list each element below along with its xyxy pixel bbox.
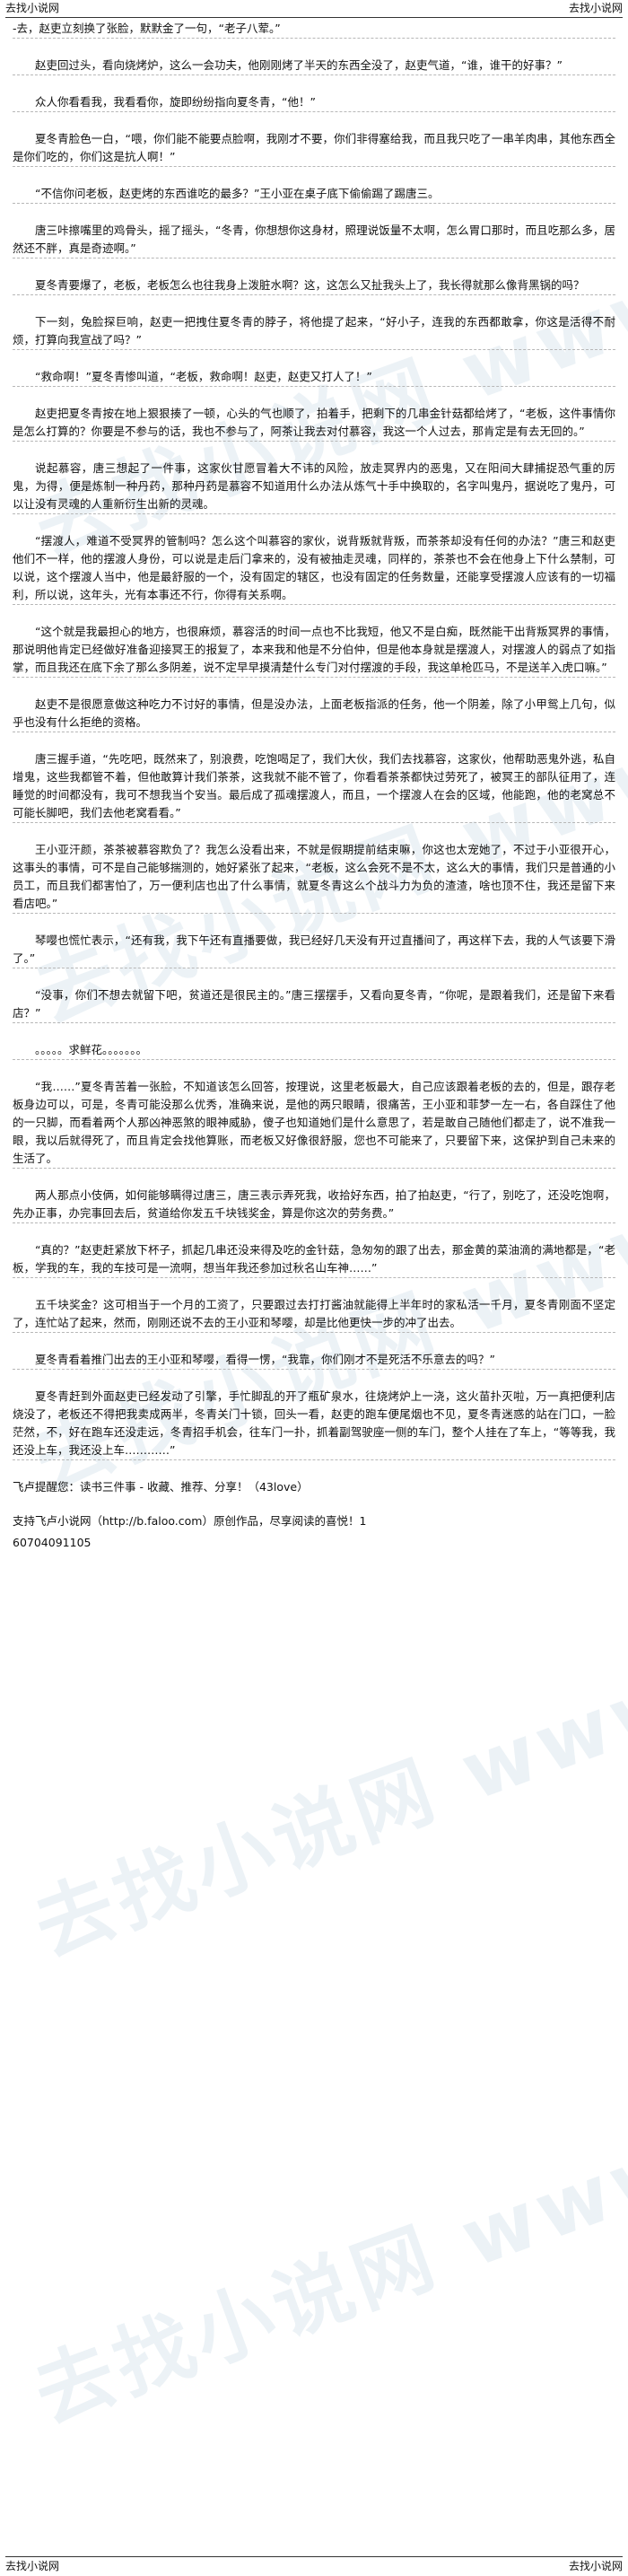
paragraph: 赵吏把夏冬青按在地上狠狠揍了一顿，心头的气也顺了，拍着手，把剩下的几串金针菇都给… xyxy=(13,405,615,442)
paragraph: 两人那点小伎俩，如何能够瞒得过唐三，唐三表示弄死我，收拾好东西，拍了拍赵吏，“行… xyxy=(13,1187,615,1223)
paragraph: “这个就是我最担心的地方，也很麻烦，慕容活的时间一点也不比我短，他又不是白痴，既… xyxy=(13,623,615,678)
page-footer: 去找小说网 去找小说网 xyxy=(5,2558,623,2574)
paragraph: 说起慕容，唐三想起了一件事，这家伙甘愿冒着大不讳的风险，放走冥界内的恶鬼，又在阳… xyxy=(13,460,615,514)
paragraph: “我……”夏冬青苦着一张脸，不知道该怎么回答，按理说，这里老板最大，自己应该跟着… xyxy=(13,1078,615,1169)
paragraph: 王小亚汗颜，茶茶被慕容欺负了？我怎么没看出来，不就是假期提前结束嘛，你这也太宠她… xyxy=(13,841,615,914)
watermark-text: 去找小说网 www.qu.zhaoxiaoshuo.com xyxy=(22,1742,628,2441)
paragraph: 夏冬青赶到外面赵吏已经发动了引擎，手忙脚乱的开了瓶矿泉水，往烧烤炉上一浇，这火苗… xyxy=(13,1388,615,1460)
paragraph: 唐三握手道，“先吃吧，既然来了，别浪费，吃饱喝足了，我们大伙，我们去找慕容，这家… xyxy=(13,750,615,823)
paragraph: “没事，你们不想去就留下吧，贫道还是很民主的。”唐三摆摆手，又看向夏冬青，“你呢… xyxy=(13,986,615,1023)
footer-divider xyxy=(5,2556,623,2557)
paragraph: 赵吏不是很愿意做这种吃力不讨好的事情，但是没办法，上面老板指派的任务，他一个阴差… xyxy=(13,696,615,732)
paragraph: “真的？”赵吏赶紧放下杯子，抓起几串还没来得及吃的金针菇，急匆匆的跟了出去，那金… xyxy=(13,1241,615,1278)
paragraph: 唐三咔擦嘴里的鸡骨头，摇了摇头，“冬青，你想想你这身材，照理说饭量不太啊，怎么胃… xyxy=(13,222,615,258)
paragraph: 众人你看看我，我看看你，旋即纷纷指向夏冬青，“他！” xyxy=(13,93,615,112)
chapter-body: -去，赵吏立刻换了张脸，默默金了一句，“老子八荤。” 赵吏回过头，看向烧烤炉，这… xyxy=(13,20,615,1555)
footer-site-name-right: 去找小说网 xyxy=(568,2560,623,2572)
paragraph: 五千块奖金？这可相当于一个月的工资了，只要跟过去打打酱油就能得上半年时的家私活一… xyxy=(13,1296,615,1333)
header-site-name-right: 去找小说网 xyxy=(568,2,623,14)
paragraph: “不信你问老板，赵吏烤的东西谁吃的最多？”王小亚在桌子底下偷偷踢了踢唐三。 xyxy=(13,185,615,204)
document-id: 60704091105 xyxy=(13,1536,92,1549)
paragraph: 下一刻，兔脸探巨响，赵吏一把拽住夏冬青的脖子，将他提了起来，“好小子，连我的东西… xyxy=(13,313,615,350)
header-divider xyxy=(5,17,623,18)
paragraph: -去，赵吏立刻换了张脸，默默金了一句，“老子八荤。” xyxy=(13,20,615,39)
paragraph: 夏冬青看着推门出去的王小亚和琴嘤，看得一愣，“我靠，你们刚才不是死活不乐意去的吗… xyxy=(13,1351,615,1370)
paragraph: 赵吏回过头，看向烧烤炉，这么一会功夫，他刚刚烤了半天的东西全没了，赵吏气道，“谁… xyxy=(13,57,615,75)
paragraph: 夏冬青要爆了，老板，老板怎么也往我身上泼脏水啊？这，这怎么又扯我头上了，我长得就… xyxy=(13,276,615,295)
header-site-name-left: 去找小说网 xyxy=(5,2,60,14)
support-notice: 支持飞卢小说网（http://b.faloo.com）原创作品，尽享阅读的喜悦！… xyxy=(13,1514,367,1528)
spacer xyxy=(13,1500,615,1512)
paragraph: “救命啊！”夏冬青惨叫道，“老板，救命啊！赵吏，赵吏又打人了！” xyxy=(13,368,615,387)
page-header: 去找小说网 去找小说网 xyxy=(5,0,623,16)
paragraph: 。。。。。求鲜花。。。。。。。 xyxy=(13,1041,615,1060)
paragraph: 琴嘤也慌忙表示，“还有我，我下午还有直播要做，我已经好几天没有开过直播间了，再这… xyxy=(13,932,615,968)
paragraph: 夏冬青脸色一白，“喂，你们能不能要点脸啊，我刚才不要，你们非得塞给我，而且我只吃… xyxy=(13,130,615,167)
paragraph: “摆渡人，难道不受冥界的管制吗？怎么这个叫慕容的家伙，说背叛就背叛，而茶茶却没有… xyxy=(13,532,615,605)
footer-site-name-left: 去找小说网 xyxy=(5,2560,60,2572)
reading-tip: 飞卢提醒您：读书三件事 - 收藏、推荐、分享！（43love） xyxy=(13,1480,309,1494)
